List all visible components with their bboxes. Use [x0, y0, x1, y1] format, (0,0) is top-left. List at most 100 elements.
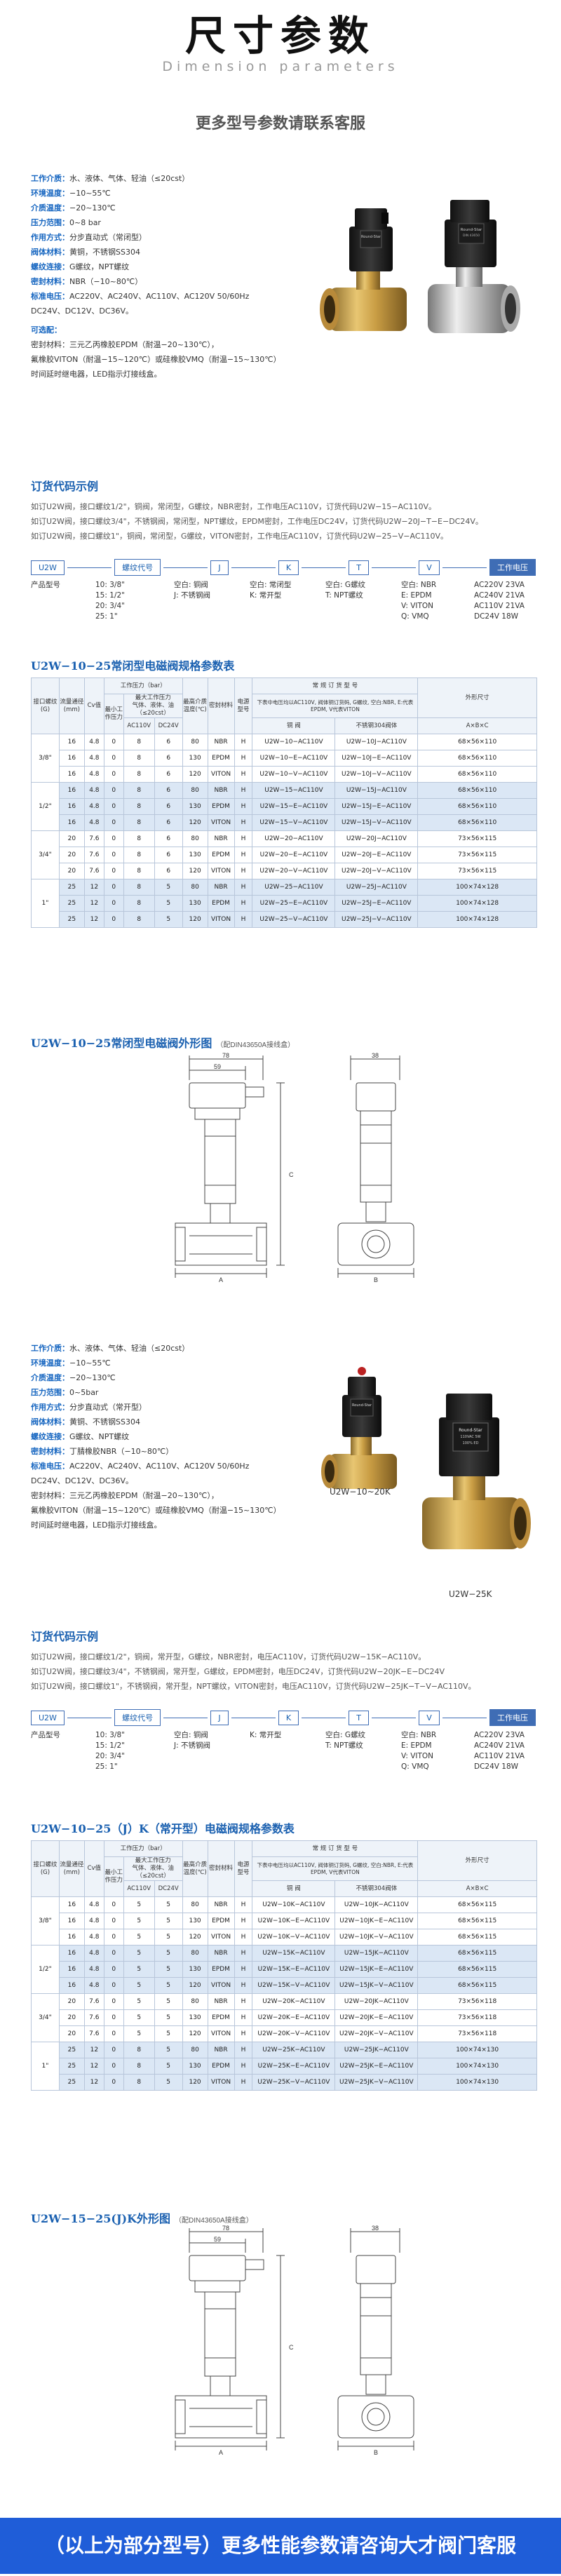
order-code-title-2: 订货代码示例 — [31, 1630, 99, 1643]
table-cell: 16 — [58, 750, 85, 767]
table-cell: U2W−20JK−AC110V — [334, 1993, 419, 2010]
order-code-option: 空白: NBR — [401, 1731, 437, 1739]
order-example: 如订U2W阀，接口螺纹1/2"，铜阀，常开型，G螺纹，NBR密封，电压AC110… — [31, 1652, 426, 1661]
spec-value: 水、液体、气体、轻油（≤20cst） — [69, 1344, 190, 1353]
spec-value: 水、液体、气体、轻油（≤20cst） — [69, 174, 190, 183]
table-header-cell: 电源型号 — [234, 1840, 253, 1897]
table-cell: U2W−15J−AC110V — [334, 782, 419, 799]
table-cell-size: 3/8" — [31, 1896, 60, 1946]
table-cell: U2W−25JK−V−AC110V — [334, 2074, 419, 2091]
spec-line: DC24V、DC12V、DC36V。 — [31, 304, 367, 318]
drawing-subtitle-2: （配DIN43650A接线盒） — [175, 2217, 253, 2225]
table-header-cell: A×B×C — [417, 717, 537, 734]
table-cell: 5 — [123, 1977, 155, 1994]
order-code-option: V: VITON — [401, 602, 434, 610]
table-cell: VITON — [207, 2074, 235, 2091]
spec-line: 时间延时继电器，LED指示灯接线盒。 — [31, 367, 367, 382]
table-header-cell: 不锈钢304阀体 — [334, 717, 419, 734]
table-cell: U2W−10K−E−AC110V — [252, 1913, 336, 1929]
order-code-option: 空白: 铜阀 — [174, 581, 208, 589]
table-cell: U2W−20−E−AC110V — [252, 847, 336, 863]
table-cell: U2W−15K−AC110V — [252, 1945, 336, 1962]
table-header-cell: 外形尺寸 — [417, 1840, 537, 1881]
table-cell: 12 — [83, 911, 104, 928]
order-code-option: Q: VMQ — [401, 612, 429, 621]
spec-value: 分步直动式（常闭型） — [69, 233, 147, 242]
table-cell: U2W−25J−V−AC110V — [334, 911, 419, 928]
table-cell: 0 — [103, 766, 124, 783]
table-cell: 6 — [154, 847, 183, 863]
table-cell: U2W−20J−V−AC110V — [334, 863, 419, 879]
drawing-subtitle: （配DIN43650A接线盒） — [216, 1041, 295, 1049]
spec-key: 标准电压： — [31, 1462, 69, 1471]
dim-C: C — [289, 1171, 294, 1178]
spec-line: 时间延时继电器，LED指示灯接线盒。 — [31, 1518, 367, 1532]
order-code-option: 25: 1" — [95, 612, 118, 621]
table-header-cell: 常 规 订 货 型 号 — [252, 1840, 419, 1857]
svg-text:Round-Star: Round-Star — [459, 1428, 482, 1433]
table-cell: 8 — [123, 895, 155, 912]
order-code-option: 15: 1/2" — [95, 1741, 125, 1750]
spec-value: 时间延时继电器，LED指示灯接线盒。 — [31, 370, 162, 379]
table-header-cell: A×B×C — [417, 1880, 537, 1897]
table-cell: 25 — [58, 2058, 85, 2075]
spec-key: 作用方式： — [31, 233, 69, 242]
order-code-segment: 工作电压 — [489, 1709, 536, 1726]
spec-line: 阀体材料：黄铜、不锈钢SS304 — [31, 1415, 367, 1429]
spec-key: 标准电压： — [31, 292, 69, 301]
table-cell: 8 — [123, 2058, 155, 2075]
table-cell: 16 — [58, 1896, 85, 1913]
dim-B: B — [374, 2449, 378, 2456]
table-cell: U2W−15JK−AC110V — [334, 1945, 419, 1962]
table-cell: EPDM — [207, 847, 235, 863]
table-cell: 120 — [182, 2074, 208, 2091]
order-example: 如订U2W阀，接口螺纹3/4"，不锈钢阀，常开型，G螺纹，EPDM密封，电压DC… — [31, 1667, 445, 1676]
table-cell: 80 — [182, 782, 208, 799]
table-cell: 5 — [154, 2074, 183, 2091]
table-cell: 0 — [103, 782, 124, 799]
order-code-option: J: 不锈钢阀 — [174, 1741, 210, 1750]
spec-line: 作用方式：分步直动式（常闭型） — [31, 230, 367, 245]
table-cell: 5 — [154, 2042, 183, 2058]
order-code-segment: T — [349, 1710, 370, 1725]
table-cell: 80 — [182, 1993, 208, 2010]
table-cell: VITON — [207, 863, 235, 879]
table-cell: U2W−25−AC110V — [252, 879, 336, 896]
order-example: 如订U2W阀，接口螺纹1/2"，铜阀，常闭型，G螺纹，NBR密封，工作电压AC1… — [31, 502, 437, 511]
table-cell: 0 — [103, 2042, 124, 2058]
table-cell: 25 — [58, 895, 85, 912]
spec-value: −10~55℃ — [69, 1358, 111, 1368]
dimension-drawing-nc: 78 59 A C 38 B — [161, 1052, 484, 1283]
spec-line: 工作介质：水、液体、气体、轻油（≤20cst） — [31, 171, 367, 186]
table-cell: 6 — [154, 798, 183, 815]
table-cell: 6 — [154, 766, 183, 783]
table-cell: 20 — [58, 2025, 85, 2042]
spec-line: 密封材料：三元乙丙橡胶EPDM（耐温−20~130℃）， — [31, 1488, 367, 1503]
table-cell: 0 — [103, 734, 124, 750]
order-code-segment: J — [210, 1710, 229, 1725]
table-cell: H — [234, 1993, 253, 2010]
table-cell: U2W−25JK−AC110V — [334, 2042, 419, 2058]
table-cell: 0 — [103, 750, 124, 767]
table-cell: NBR — [207, 879, 235, 896]
order-code-segment: 螺纹代号 — [114, 1709, 161, 1726]
table-header-cell: DC24V — [154, 1880, 183, 1897]
spec-value: 氟橡胶VITON（耐温−15~120℃）或硅橡胶VMQ（耐温−15~130℃） — [31, 1506, 281, 1515]
table-cell-size: 1" — [31, 879, 60, 928]
table-cell: 5 — [123, 1896, 155, 1913]
table-cell-size: 1" — [31, 2042, 60, 2091]
table-cell: U2W−25−E−AC110V — [252, 895, 336, 912]
table-cell: H — [234, 1896, 253, 1913]
table-cell: 8 — [123, 734, 155, 750]
table-cell: 5 — [154, 2009, 183, 2026]
svg-text:110VAC 5W: 110VAC 5W — [460, 1435, 480, 1439]
table-cell: 8 — [123, 798, 155, 815]
table-cell: 130 — [182, 895, 208, 912]
